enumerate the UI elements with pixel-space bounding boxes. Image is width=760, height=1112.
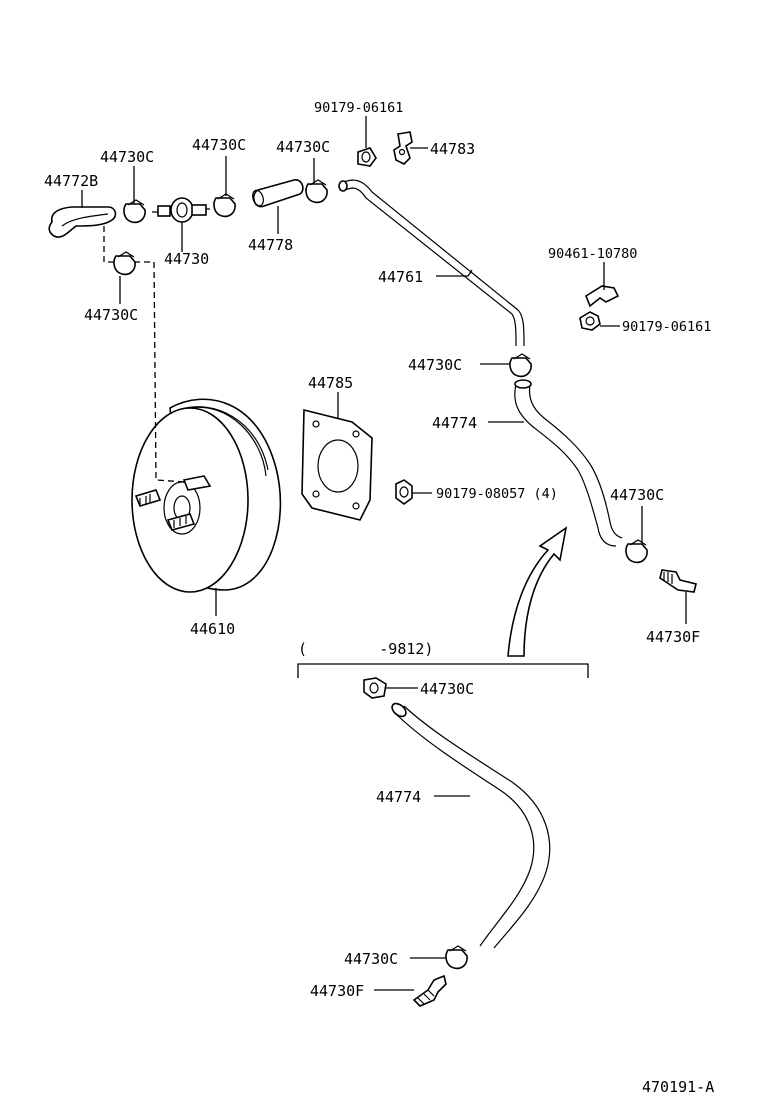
figure-code: 470191-A bbox=[642, 1078, 714, 1096]
hose-44772b bbox=[48, 206, 117, 238]
curved-arrow bbox=[507, 526, 568, 657]
label-44730c-right: 44730C bbox=[610, 486, 664, 504]
label-44730c-mid: 44730C bbox=[408, 356, 462, 374]
clamp-44730c-b bbox=[213, 193, 236, 218]
clamp-44730c-right bbox=[625, 539, 648, 564]
label-90179-06161-top: 90179-06161 bbox=[314, 100, 403, 116]
label-44730: 44730 bbox=[164, 250, 209, 268]
label-44730f-right: 44730F bbox=[646, 628, 700, 646]
clamp-44730c-variant-bottom bbox=[445, 945, 468, 970]
label-44730c-variant-top: 44730C bbox=[420, 680, 474, 698]
label-90179-08057: 90179-08057 (4) bbox=[436, 486, 558, 502]
hose-44774-upper bbox=[514, 379, 623, 547]
dash-link-booster bbox=[134, 261, 187, 483]
hose-44774-lower bbox=[391, 702, 551, 949]
pipe-44761 bbox=[338, 179, 525, 347]
label-44774-lower: 44774 bbox=[376, 788, 421, 806]
clamp-44730c-left bbox=[113, 251, 136, 276]
label-44730c-b: 44730C bbox=[192, 136, 246, 154]
gasket-44785 bbox=[301, 408, 373, 521]
leader-lines bbox=[81, 116, 687, 991]
label-90461-10780: 90461-10780 bbox=[548, 246, 637, 262]
label-44783: 44783 bbox=[430, 140, 475, 158]
label-44730f-lower: 44730F bbox=[310, 982, 364, 1000]
label-44730c-variant-bottom: 44730C bbox=[344, 950, 398, 968]
label-44761: 44761 bbox=[378, 268, 423, 286]
bracket-44783 bbox=[393, 131, 413, 165]
check-valve-44730 bbox=[152, 197, 210, 223]
label-90179-06161-right: 90179-06161 bbox=[622, 319, 711, 335]
label-variant-range: ( -9812) bbox=[298, 640, 433, 658]
brake-booster-44610 bbox=[131, 398, 282, 593]
label-44785: 44785 bbox=[308, 374, 353, 392]
bolt-90179-06161-right bbox=[579, 311, 601, 331]
label-44774-upper: 44774 bbox=[432, 414, 477, 432]
clamp-44730c-c bbox=[305, 179, 328, 204]
nut-90179-08057 bbox=[395, 479, 413, 505]
check-valve-44730f-lower bbox=[412, 974, 447, 1007]
check-valve-44730f-right bbox=[659, 569, 697, 593]
label-44730c-c: 44730C bbox=[276, 138, 330, 156]
dash-link-hose-clamp bbox=[103, 226, 118, 263]
clamp-44730c-a bbox=[123, 199, 146, 224]
clamp-44730c-variant-top bbox=[363, 677, 387, 699]
label-44610: 44610 bbox=[190, 620, 235, 638]
label-44730c-left: 44730C bbox=[84, 306, 138, 324]
label-44772b: 44772B bbox=[44, 172, 98, 190]
bolt-90179-06161-top bbox=[357, 147, 377, 167]
label-44730c-a: 44730C bbox=[100, 148, 154, 166]
label-44778: 44778 bbox=[248, 236, 293, 254]
variant-bracket bbox=[297, 663, 589, 678]
hose-44778 bbox=[252, 179, 304, 208]
clip-90461-10780 bbox=[585, 285, 620, 308]
clamp-44730c-mid bbox=[509, 353, 532, 378]
